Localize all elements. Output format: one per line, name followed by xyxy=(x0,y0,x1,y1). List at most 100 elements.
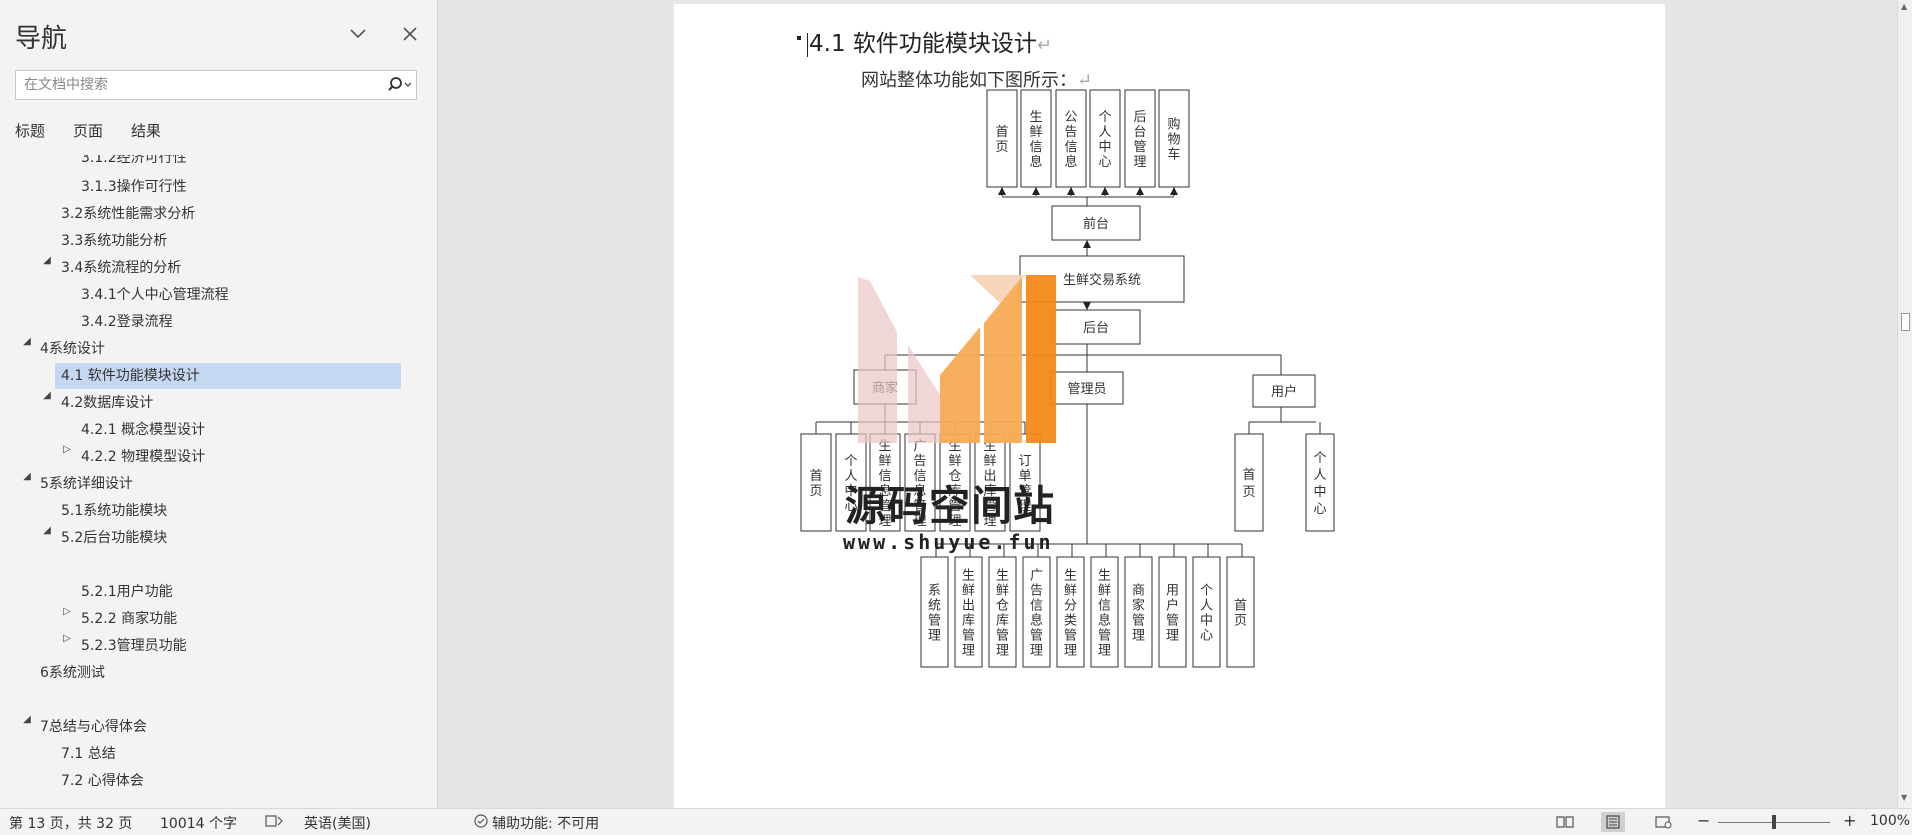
vertical-scrollbar[interactable]: ▲ ▼ xyxy=(1897,0,1912,808)
collapse-triangle-icon[interactable]: ▷ xyxy=(63,444,71,455)
nav-heading-item[interactable]: 3.4系统流程的分析 xyxy=(61,260,182,276)
front-module-box xyxy=(1158,89,1190,188)
close-icon[interactable] xyxy=(396,20,424,48)
zoom-slider-thumb[interactable] xyxy=(1772,815,1776,829)
nav-heading-item[interactable]: 5系统详细设计 xyxy=(40,476,133,492)
nav-heading-item[interactable]: 5.2后台功能模块 xyxy=(61,530,168,546)
arrow-head xyxy=(1083,302,1091,310)
search-input[interactable] xyxy=(16,71,376,99)
back-node-label: 后台 xyxy=(1083,321,1109,336)
nav-heading-item[interactable]: 3.4.2登录流程 xyxy=(81,314,173,330)
merchant-module-box xyxy=(939,433,971,532)
nav-heading-item[interactable]: 5.2.3管理员功能 xyxy=(81,638,187,654)
collapse-triangle-icon[interactable]: ▷ xyxy=(63,606,71,617)
page-count[interactable]: 第 13 页，共 32 页 xyxy=(9,816,133,832)
admin-module-label: 广告信息管理 xyxy=(1030,569,1043,659)
merchant-module-box xyxy=(800,433,832,532)
nav-heading-item[interactable]: 3.4.1个人中心管理流程 xyxy=(81,287,229,303)
nav-heading-item[interactable]: 5.2.2 商家功能 xyxy=(81,611,178,627)
accessibility-status[interactable]: 辅助功能: 不可用 xyxy=(492,816,600,832)
user-node-label: 用户 xyxy=(1271,384,1297,400)
nav-heading-item[interactable]: 4.2.1 概念模型设计 xyxy=(81,422,206,438)
nav-heading-item[interactable]: 4.1 软件功能模块设计 xyxy=(61,368,200,384)
admin-module-box xyxy=(988,556,1017,668)
document-page[interactable]: 4.1 软件功能模块设计↵ 网站整体功能如下图所示：↵ 首页生鲜信息公告信息个人… xyxy=(674,4,1665,808)
merchant-module-box xyxy=(904,433,936,532)
zoom-level[interactable]: 100% xyxy=(1870,813,1911,829)
expand-triangle-icon[interactable]: ◢ xyxy=(43,390,51,401)
read-mode-icon[interactable] xyxy=(1553,812,1577,832)
intro-paragraph: 网站整体功能如下图所示：↵ xyxy=(861,66,1092,92)
nav-heading-item[interactable]: 3.1.2经济可行性 xyxy=(81,155,187,166)
nav-heading-item[interactable]: 3.1.3操作可行性 xyxy=(81,179,187,195)
tab-pages[interactable]: 页面 xyxy=(73,122,104,140)
heading-marker xyxy=(797,36,801,40)
expand-triangle-icon[interactable]: ◢ xyxy=(23,714,31,725)
user-module-label: 首页 xyxy=(1242,468,1255,500)
admin-module-box xyxy=(1158,556,1187,668)
user-module-box xyxy=(1234,433,1264,532)
admin-module-box xyxy=(1226,556,1255,668)
zoom-in-icon[interactable]: + xyxy=(1843,811,1857,830)
nav-heading-item[interactable]: 3.2系统性能需求分析 xyxy=(61,206,196,222)
nav-heading-item[interactable]: 4.2.2 物理模型设计 xyxy=(81,449,206,465)
scroll-down-icon[interactable]: ▼ xyxy=(1901,793,1908,802)
scroll-thumb[interactable] xyxy=(1901,313,1910,331)
web-layout-icon[interactable] xyxy=(1651,812,1675,832)
admin-node-box xyxy=(1050,371,1124,405)
nav-search-box xyxy=(15,70,417,100)
word-count[interactable]: 10014 个字 xyxy=(160,816,237,832)
nav-heading-item[interactable]: 5.2.1用户功能 xyxy=(81,584,173,600)
nav-heading-item[interactable]: 4系统设计 xyxy=(40,341,105,357)
logo-bar-1 xyxy=(940,327,980,443)
text-cursor xyxy=(807,32,808,57)
collapse-triangle-icon[interactable]: ▷ xyxy=(63,633,71,644)
scroll-up-icon[interactable]: ▲ xyxy=(1901,2,1908,11)
tab-headings[interactable]: 标题 xyxy=(15,122,46,140)
search-icon[interactable] xyxy=(388,76,412,98)
front-module-label: 公告信息 xyxy=(1064,110,1077,170)
selected-heading-highlight xyxy=(55,363,401,389)
expand-triangle-icon[interactable]: ◢ xyxy=(43,255,51,266)
nav-heading-item[interactable]: 5.1系统功能模块 xyxy=(61,503,168,519)
zoom-out-icon[interactable]: − xyxy=(1697,811,1711,830)
front-module-box xyxy=(1020,89,1052,188)
nav-tabs: 标题 页面 结果 xyxy=(15,120,161,152)
nav-heading-item[interactable]: 3.3系统功能分析 xyxy=(61,233,168,249)
front-module-box xyxy=(1124,89,1156,188)
language-indicator[interactable]: 英语(美国) xyxy=(304,816,371,832)
document-area[interactable]: 4.1 软件功能模块设计↵ 网站整体功能如下图所示：↵ 首页生鲜信息公告信息个人… xyxy=(439,0,1897,808)
section-heading: 4.1 软件功能模块设计↵ xyxy=(797,24,1052,58)
merchant-module-label: 首页 xyxy=(809,469,822,499)
admin-module-label: 生鲜仓库管理 xyxy=(996,569,1009,659)
navigation-pane: 导航 标题 页面 结果 3.1.2经济可行性3.1.3操作可行性3.2系统性能需… xyxy=(0,0,438,808)
expand-triangle-icon[interactable]: ◢ xyxy=(23,336,31,347)
nav-heading-item[interactable]: 6系统测试 xyxy=(40,665,105,681)
nav-heading-item[interactable]: 7总结与心得体会 xyxy=(40,719,147,735)
paragraph-mark: ↵ xyxy=(1036,35,1052,56)
accessibility-icon[interactable] xyxy=(472,813,490,833)
watermark-url: www.shuyue.fun xyxy=(843,530,1054,554)
expand-triangle-icon[interactable]: ◢ xyxy=(43,525,51,536)
expand-triangle-icon[interactable]: ◢ xyxy=(23,471,31,482)
nav-heading-item[interactable]: 4.2数据库设计 xyxy=(61,395,154,411)
proofing-icon[interactable] xyxy=(264,813,284,833)
admin-node-label: 管理员 xyxy=(1067,382,1106,397)
admin-module-box xyxy=(1022,556,1051,668)
arrow-head xyxy=(1170,187,1178,195)
print-layout-icon[interactable] xyxy=(1601,812,1625,832)
watermark-title: 源码空间站 xyxy=(845,482,1055,530)
nav-options-chevron-icon[interactable] xyxy=(344,20,372,48)
nav-heading-item[interactable]: 7.2 心得体会 xyxy=(61,773,144,789)
status-bar: 第 13 页，共 32 页 10014 个字 英语(美国) 辅助功能: 不可用 … xyxy=(0,808,1912,835)
arrow-head xyxy=(1136,187,1144,195)
heading-text: 4.1 软件功能模块设计 xyxy=(809,31,1037,57)
tab-results[interactable]: 结果 xyxy=(131,122,162,140)
arrow-head xyxy=(998,187,1006,195)
merchant-module-label: 订单管理 xyxy=(1018,454,1031,514)
front-module-label: 个人中心 xyxy=(1098,110,1111,170)
admin-module-box xyxy=(920,556,949,668)
nav-heading-item[interactable]: 7.1 总结 xyxy=(61,746,116,762)
admin-module-box xyxy=(1056,556,1085,668)
admin-module-box xyxy=(1124,556,1153,668)
